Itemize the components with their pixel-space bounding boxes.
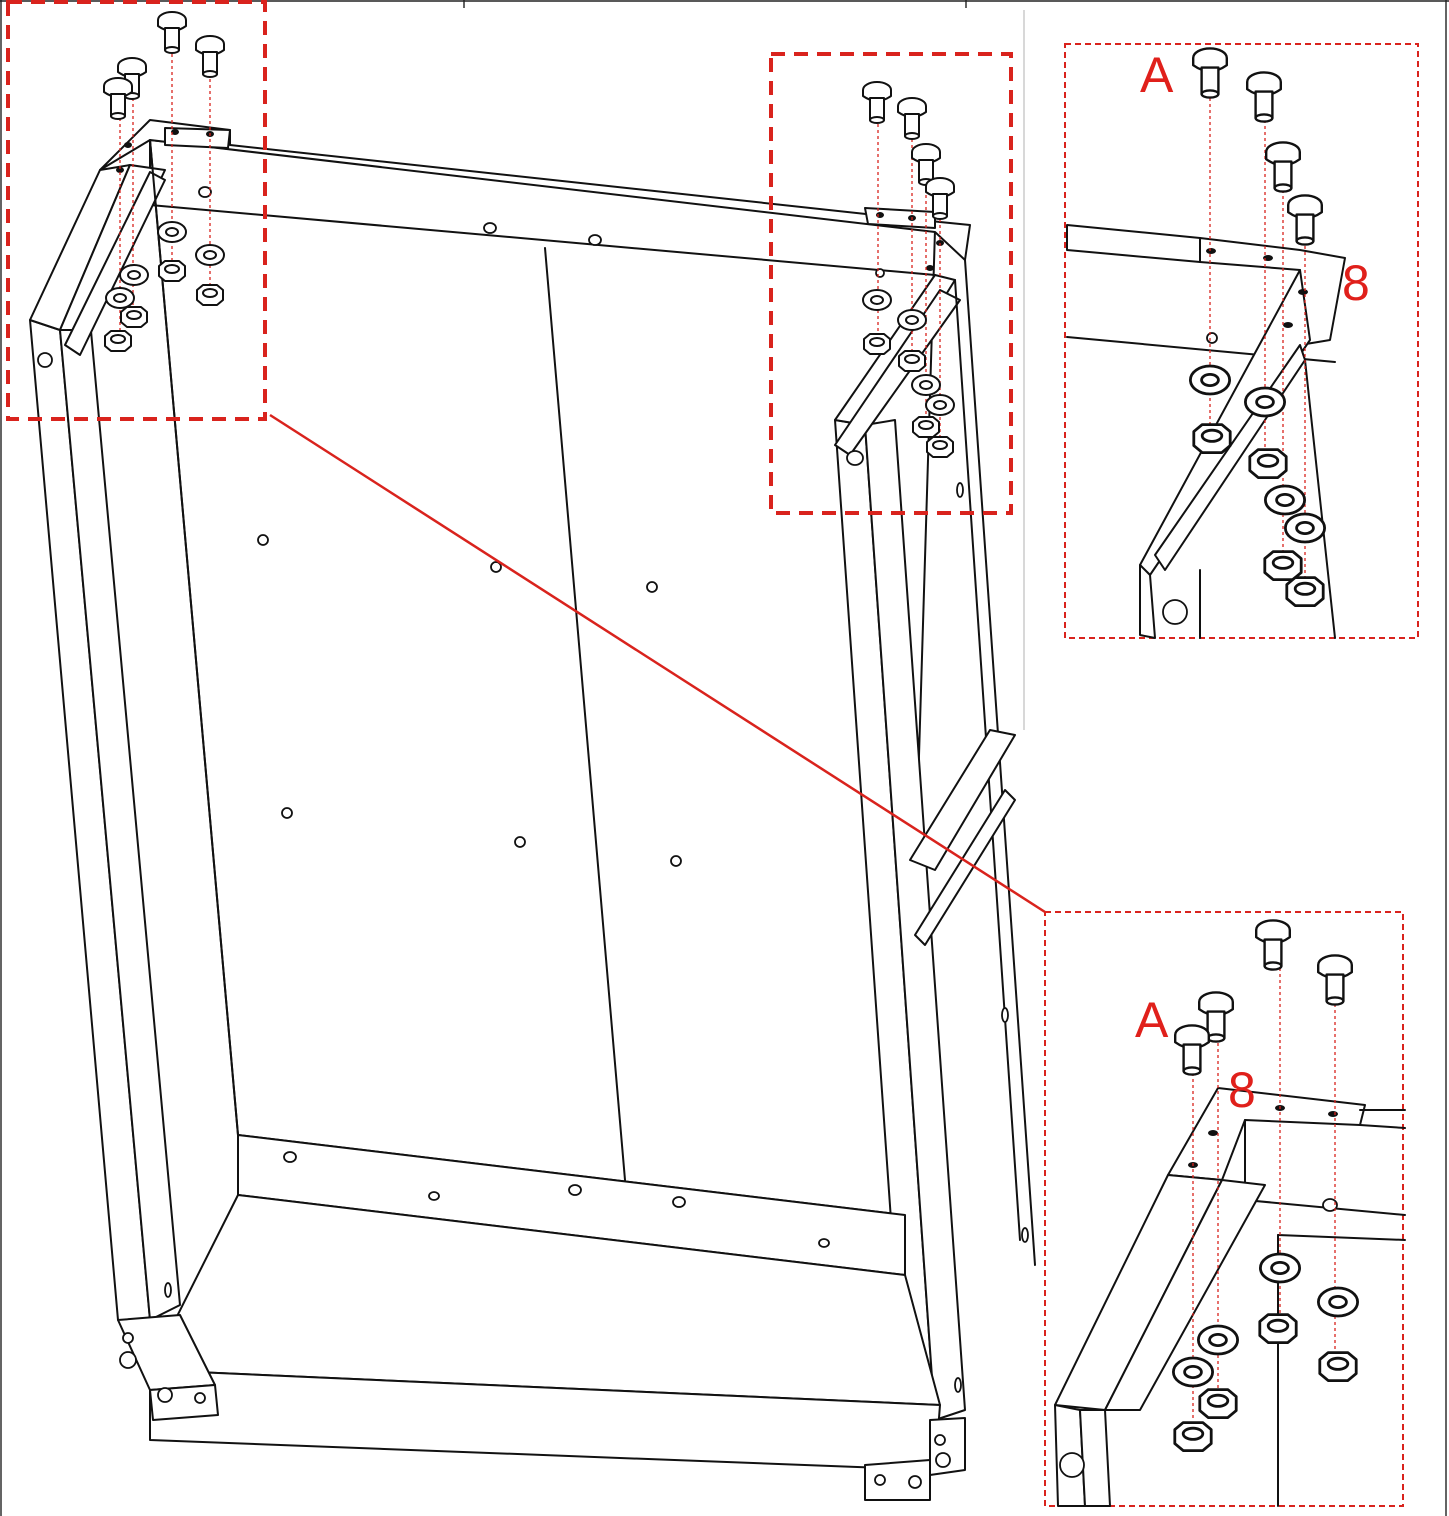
callout-qty-top: 8 [1342,255,1370,311]
back-panel [149,139,936,1216]
callout-part-a-bottom: A [1135,992,1169,1048]
highlight-box-right-top [769,52,1013,515]
right-top-fasteners [862,81,955,458]
left-top-fasteners [103,11,225,352]
top-rail [99,119,971,261]
callout-qty-bottom: 8 [1228,1062,1256,1118]
highlight-box-left-top [6,0,267,421]
callout-part-a-top: A [1140,47,1174,103]
leader-line [269,413,1046,914]
detail-inset-bottom: A 8 [1044,911,1406,1507]
cabinet-frame [29,119,1036,1501]
detail-inset-top: A 8 [1064,43,1419,639]
